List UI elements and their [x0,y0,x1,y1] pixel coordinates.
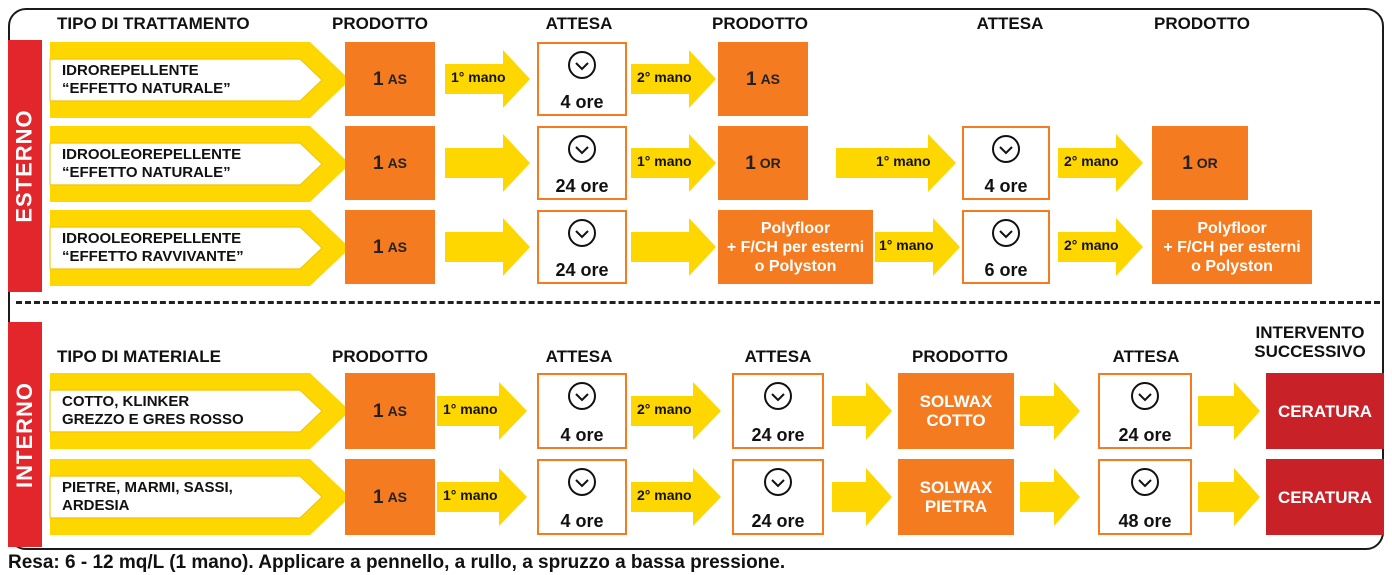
arrow [832,468,892,526]
arrow-2-mano: 2° mano [1058,218,1143,276]
wait-box: 6 ore [962,210,1050,284]
wait-box: 24 ore [732,373,824,449]
header-prodotto: PRODOTTO [711,14,809,33]
header-prodotto: PRODOTTO [911,347,1009,366]
clock-icon [764,382,792,410]
product-polyfloor: Polyfloor + F/CH per esterni o Polyston [718,210,873,284]
header-tipo-materiale: TIPO DI MATERIALE [57,347,222,366]
row-label-pietre: PIETRE, MARMI, SASSI,ARDESIA [62,479,233,514]
arrow-1-mano: 1° mano [437,468,527,526]
row-label-idrooleorepellente-ravvivante: IDROOLEOREPELLENTE“EFFETTO RAVVIVANTE” [62,230,244,265]
esterno-side-label: ESTERNO [8,40,42,292]
arrow-2-mano: 2° mano [631,50,716,108]
interno-side-label: INTERNO [8,322,42,547]
arrow-2-mano: 2° mano [1058,134,1143,192]
arrow [445,134,530,192]
section-divider [16,301,1380,304]
arrow [631,218,716,276]
arrow-1-mano: 1° mano [875,218,960,276]
wait-box: 4 ore [537,373,627,449]
wait-box: 4 ore [537,42,627,116]
clock-icon [992,135,1020,163]
clock-icon [992,219,1020,247]
product-solwax-pietra: SOLWAX PIETRA [898,459,1014,535]
arrow [1198,382,1260,440]
clock-icon [568,468,596,496]
row-label-idrorepellente: IDROREPELLENTE“EFFETTO NATURALE” [62,62,231,97]
clock-icon [1131,382,1159,410]
wait-box: 48 ore [1098,459,1192,535]
header-attesa: ATTESA [976,14,1044,33]
clock-icon [568,219,596,247]
clock-icon [568,382,596,410]
arrow [1020,382,1080,440]
wait-box: 24 ore [537,126,627,200]
arrow-1-mano: 1° mano [437,382,527,440]
header-attesa: ATTESA [545,347,613,366]
wait-box: 4 ore [537,459,627,535]
clock-icon [568,135,596,163]
wait-box: 4 ore [962,126,1050,200]
arrow-1-mano: 1° mano [836,134,956,192]
product-polyfloor: Polyfloor + F/CH per esterni o Polyston [1152,210,1312,284]
arrow-1-mano: 1° mano [445,50,530,108]
row-label-idrooleorepellente-naturale: IDROOLEOREPELLENTE“EFFETTO NATURALE” [62,146,242,181]
arrow [1198,468,1260,526]
clock-icon [1131,468,1159,496]
arrow [832,382,892,440]
product-solwax-cotto: SOLWAX COTTO [898,373,1014,449]
wait-box: 24 ore [1098,373,1192,449]
arrow-1-mano: 1° mano [631,134,716,192]
header-intervento-successivo: INTERVENTO SUCCESSIVO [1254,323,1366,361]
wait-box: 24 ore [537,210,627,284]
ceratura-box: CERATURA [1266,459,1384,535]
arrow-2-mano: 2° mano [631,468,721,526]
header-prodotto: PRODOTTO [1153,14,1251,33]
header-attesa: ATTESA [744,347,812,366]
ceratura-box: CERATURA [1266,373,1384,449]
header-prodotto: PRODOTTO [331,347,429,366]
arrow [445,218,530,276]
arrow [1020,468,1080,526]
header-attesa: ATTESA [1112,347,1180,366]
footer-note: Resa: 6 - 12 mq/L (1 mano). Applicare a … [8,552,786,573]
header-prodotto: PRODOTTO [331,14,429,33]
header-tipo-trattamento: TIPO DI TRATTAMENTO [57,14,250,33]
clock-icon [568,51,596,79]
clock-icon [764,468,792,496]
arrow-2-mano: 2° mano [631,382,721,440]
header-attesa: ATTESA [545,14,613,33]
wait-box: 24 ore [732,459,824,535]
